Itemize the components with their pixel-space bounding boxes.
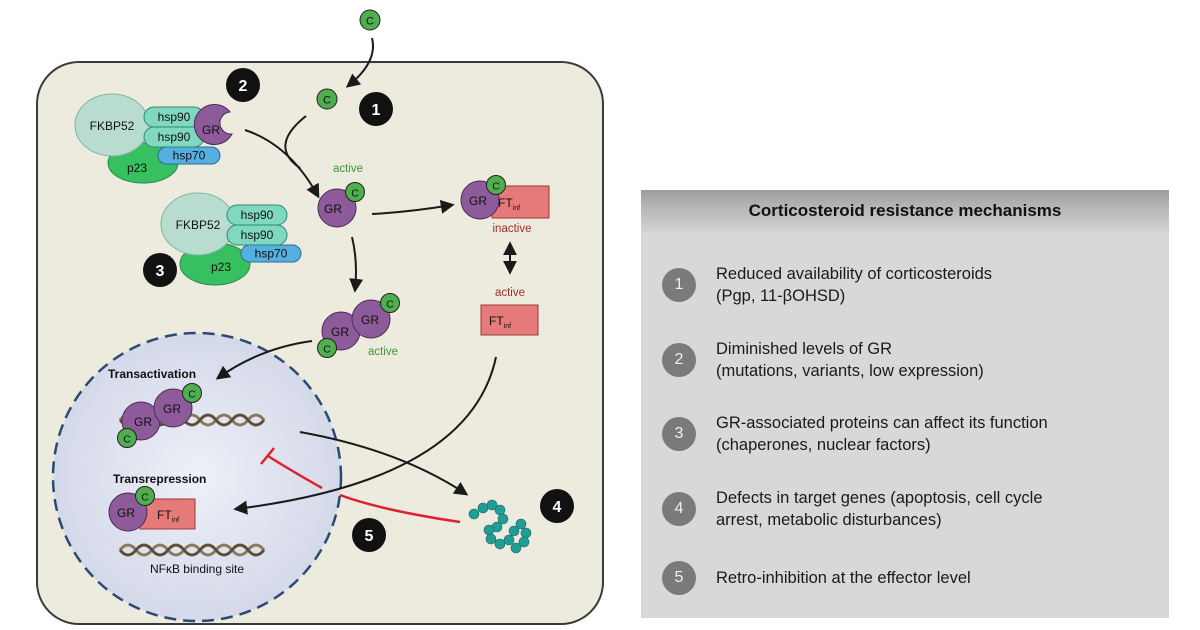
svg-text:C: C <box>386 299 394 311</box>
chaperone-complex-free: p23 FKBP52 hsp70 hsp90 hsp90 <box>160 192 302 286</box>
svg-text:GR: GR <box>331 325 349 339</box>
dimerization-arrow <box>349 236 364 293</box>
panel-title: Corticosteroid resistance mechanisms <box>641 190 1169 232</box>
svg-text:hsp90: hsp90 <box>241 228 274 242</box>
svg-text:4: 4 <box>553 499 562 516</box>
svg-text:p23: p23 <box>127 161 147 175</box>
mechanism-text: Reduced availability of corticosteroids … <box>716 265 993 305</box>
transrepression-label: Transrepression <box>113 472 206 486</box>
active-label-2: active <box>368 346 398 358</box>
svg-text:1: 1 <box>372 102 381 119</box>
gr-ft-complex-nucleus: FTinf GR C <box>108 486 196 532</box>
inactive-label: inactive <box>493 223 532 235</box>
mechanism-item-4: 4 Defects in target genes (apoptosis, ce… <box>662 487 1162 531</box>
release-arrow <box>244 129 320 199</box>
svg-text:FKBP52: FKBP52 <box>176 218 221 232</box>
marker-2: 2 <box>226 68 260 102</box>
gr-receptor-empty <box>193 104 233 146</box>
svg-text:hsp70: hsp70 <box>173 149 206 163</box>
mechanism-text: GR-associated proteins can affect its fu… <box>716 414 1048 454</box>
gr-dimer-on-dna: GR GR C C <box>117 383 202 448</box>
active-label-ft: active <box>495 287 525 299</box>
ligand-entry-arrow <box>345 37 374 88</box>
mechanism-item-2: 2 Diminished levels of GR (mutations, va… <box>662 338 1162 382</box>
dna-helix-bottom <box>118 543 266 557</box>
svg-text:GR: GR <box>117 506 135 520</box>
ft-active: FTinf <box>480 304 539 336</box>
svg-text:C: C <box>366 16 374 28</box>
active-gr-complex: GR C <box>317 182 365 228</box>
marker-1: 1 <box>359 92 393 126</box>
mechanism-text: Retro-inhibition at the effector level <box>716 569 971 587</box>
svg-text:3: 3 <box>156 263 165 280</box>
svg-text:hsp90: hsp90 <box>158 130 191 144</box>
svg-text:GR: GR <box>202 123 220 137</box>
svg-text:FTinf: FTinf <box>498 196 520 212</box>
svg-text:C: C <box>188 389 196 401</box>
svg-text:GR: GR <box>361 313 379 327</box>
target-gene-arrow <box>299 431 469 496</box>
gr-dimer: GR GR C C <box>317 293 400 358</box>
svg-text:GR: GR <box>469 194 487 208</box>
marker-4: 4 <box>540 489 574 523</box>
intracellular-corticosteroid: C <box>316 88 338 110</box>
svg-text:hsp90: hsp90 <box>158 110 191 124</box>
svg-text:C: C <box>492 181 500 193</box>
mechanisms-panel: Corticosteroid resistance mechanisms 1 R… <box>641 190 1169 618</box>
retro-inhibition-line <box>267 454 461 524</box>
transactivation-label: Transactivation <box>108 367 196 381</box>
inhibition-bar <box>260 447 275 465</box>
mechanism-item-3: 3 GR-associated proteins can affect its … <box>662 412 1162 456</box>
corticosteroid-pathway-diagram: C C 1 2 p23 FKBP52 hsp70 hsp90 hsp90 GR … <box>36 9 604 625</box>
extracellular-corticosteroid: C <box>359 9 381 31</box>
active-label-1: active <box>333 163 363 175</box>
svg-text:C: C <box>351 188 359 200</box>
mechanism-number-badge: 5 <box>662 561 696 595</box>
mechanism-number-badge: 1 <box>662 268 696 302</box>
svg-text:GR: GR <box>163 402 181 416</box>
chaperone-complex-with-gr: p23 FKBP52 hsp70 hsp90 hsp90 GR <box>74 93 233 184</box>
hsp90-protein-b2 <box>226 224 288 246</box>
mechanism-item-1: 1 Reduced availability of corticosteroid… <box>662 263 1162 307</box>
marker-3: 3 <box>143 253 177 287</box>
svg-text:5: 5 <box>365 528 374 545</box>
marker-5: 5 <box>352 518 386 552</box>
nuclear-translocation-arrow <box>215 340 313 380</box>
svg-text:FKBP52: FKBP52 <box>90 119 135 133</box>
svg-text:hsp90: hsp90 <box>241 208 274 222</box>
svg-text:GR: GR <box>134 415 152 429</box>
gr-ft-binding-arrow <box>371 199 455 215</box>
gr-ft-inactive-complex: FTinf GR C <box>460 175 550 220</box>
svg-text:C: C <box>323 95 331 107</box>
nucleus <box>51 331 343 623</box>
mechanism-number-badge: 3 <box>662 417 696 451</box>
svg-text:FTinf: FTinf <box>489 314 511 330</box>
svg-text:FTinf: FTinf <box>157 508 179 524</box>
mechanism-item-5: 5 Retro-inhibition at the effector level <box>662 561 1162 595</box>
svg-text:p23: p23 <box>211 260 231 274</box>
svg-text:GR: GR <box>324 202 342 216</box>
effector-protein <box>468 499 532 554</box>
binding-site-label: NFκB binding site <box>150 562 244 576</box>
mechanism-number-badge: 4 <box>662 492 696 526</box>
mechanism-number-badge: 2 <box>662 343 696 377</box>
svg-text:C: C <box>323 344 331 356</box>
mechanism-text: Diminished levels of GR (mutations, vari… <box>716 340 984 380</box>
svg-text:2: 2 <box>239 78 248 95</box>
ft-nuclear-arrow <box>233 356 497 515</box>
svg-text:C: C <box>141 492 149 504</box>
svg-text:C: C <box>123 434 131 446</box>
mechanism-text: Defects in target genes (apoptosis, cell… <box>716 489 1043 529</box>
svg-text:hsp70: hsp70 <box>255 247 288 261</box>
